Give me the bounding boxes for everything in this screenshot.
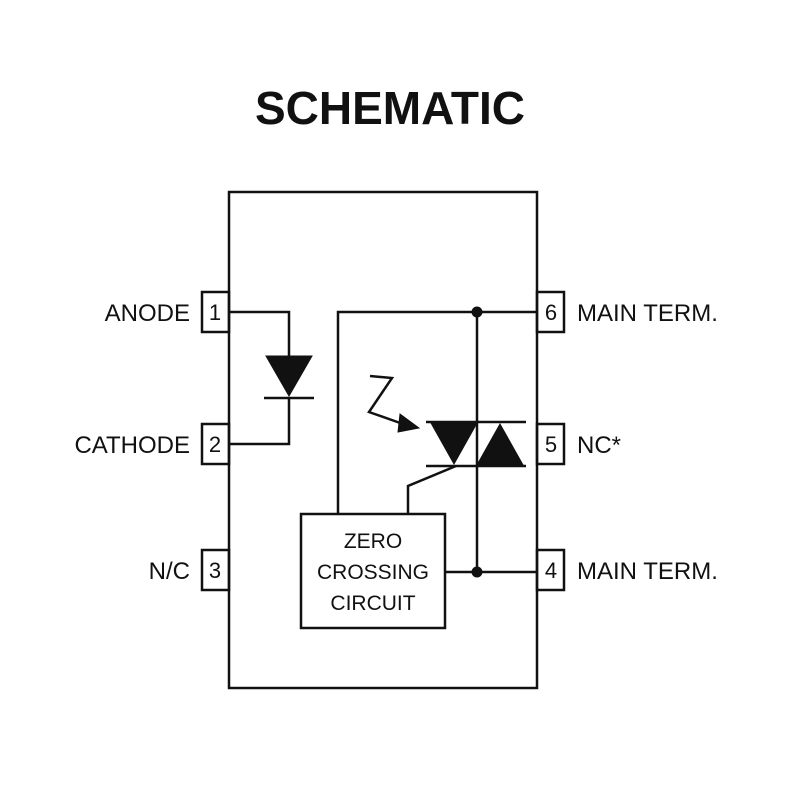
pin-4-box — [535, 548, 566, 592]
pin-2-number: 2 — [209, 432, 221, 457]
pin-1-number: 1 — [209, 300, 221, 325]
zero-crossing-line2: CROSSING — [317, 561, 429, 584]
zero-crossing-line3: CIRCUIT — [330, 592, 415, 615]
anode-wire — [229, 310, 291, 356]
zero-crossing-circuit-box — [299, 512, 447, 630]
page-title: SCHEMATIC — [255, 82, 525, 134]
pin-1-label: ANODE — [105, 300, 190, 327]
junction-dot-top — [471, 306, 483, 318]
pin-3-number: 3 — [209, 558, 221, 583]
pin-5-box — [535, 422, 566, 466]
zero-crossing-line1: ZERO — [344, 530, 402, 553]
pin-4-number: 4 — [545, 558, 557, 583]
pin-5-number: 5 — [545, 432, 557, 457]
main-term-6-wire — [336, 310, 537, 514]
pin-5-label: NC* — [577, 432, 621, 459]
gate-wire — [406, 464, 457, 514]
pin-2-label: CATHODE — [74, 432, 190, 459]
led-diode-icon — [264, 355, 314, 400]
pin-3-label: N/C — [149, 558, 190, 585]
pin-3-box — [200, 548, 231, 592]
triac-icon — [426, 420, 526, 468]
pin-4-label: MAIN TERM. — [577, 558, 718, 585]
pin-6-number: 6 — [545, 300, 557, 325]
light-arrow-icon — [367, 374, 421, 433]
cathode-wire — [229, 398, 291, 446]
junction-dot-bottom — [471, 566, 483, 578]
pin-6-label: MAIN TERM. — [577, 300, 718, 327]
